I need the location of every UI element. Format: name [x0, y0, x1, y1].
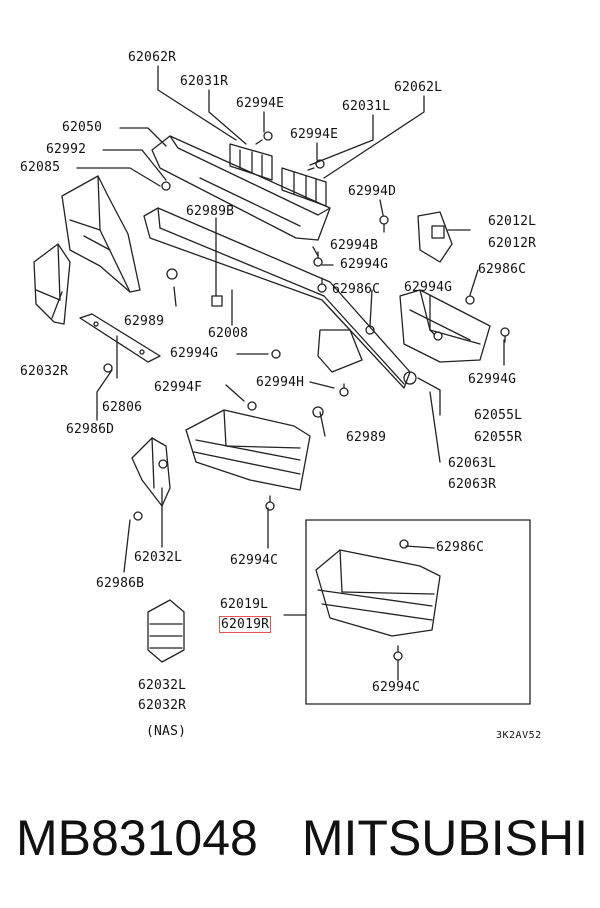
part-62032L-drawing: [131, 437, 171, 507]
label-62994D: 62994D: [348, 184, 397, 199]
part-62032-nas-drawing: [147, 599, 185, 663]
part-number: MB831048: [16, 810, 258, 866]
label-62992: 62992: [46, 142, 87, 157]
label-62032R: 62032R: [20, 364, 69, 379]
label-62994C: 62994C: [230, 553, 279, 568]
label-62989-b: 62989: [346, 430, 387, 445]
label-62806: 62806: [102, 400, 143, 415]
label-62986B: 62986B: [96, 576, 145, 591]
label-62055L: 62055L: [474, 408, 523, 423]
label-62986D: 62986D: [66, 422, 115, 437]
label-62012L: 62012L: [488, 214, 537, 229]
label-62055R: 62055R: [474, 430, 523, 445]
label-62063L: 62063L: [448, 456, 497, 471]
label-62994G: 62994G: [340, 257, 389, 272]
label-62986C-b: 62986C: [332, 282, 381, 297]
label-62085: 62085: [20, 160, 61, 175]
label-62994G-d: 62994G: [468, 372, 517, 387]
part-62032R-drawing: [33, 243, 71, 325]
part-62050-drawing: [151, 135, 331, 241]
label-62994E-b: 62994E: [290, 127, 339, 142]
detail-box: [305, 519, 531, 705]
brand-name: MITSUBISHI: [301, 810, 588, 866]
label-62031R: 62031R: [180, 74, 229, 89]
label-nas: (NAS): [146, 724, 187, 739]
label-62994C-b: 62994C: [372, 680, 421, 695]
label-62994H: 62994H: [256, 375, 305, 390]
label-62050: 62050: [62, 120, 103, 135]
part-62085-drawing: [61, 175, 141, 293]
label-62994F: 62994F: [154, 380, 203, 395]
part-62019-drawing: [315, 549, 441, 637]
label-62994G-c: 62994G: [170, 346, 219, 361]
diagram-code: 3K2AV52: [496, 730, 542, 741]
label-62019R: 62019R: [219, 616, 272, 633]
caption: MB831048 MITSUBISHI: [16, 808, 596, 868]
label-62989B: 62989B: [186, 204, 235, 219]
leader-lines: [51, 65, 505, 681]
part-62806-drawing: [79, 313, 161, 363]
label-62994B: 62994B: [330, 238, 379, 253]
label-62019L: 62019L: [220, 597, 269, 612]
label-62994G-b: 62994G: [404, 280, 453, 295]
label-62062L: 62062L: [394, 80, 443, 95]
part-62031-drawing: [229, 143, 327, 207]
label-62032R-b: 62032R: [138, 698, 187, 713]
part-62063-drawing: [185, 409, 311, 491]
part-62055-drawing: [399, 289, 491, 363]
label-62032L-b: 62032L: [138, 678, 187, 693]
label-62032L: 62032L: [134, 550, 183, 565]
label-62986C-c: 62986C: [436, 540, 485, 555]
part-62008-drawing: [143, 207, 417, 389]
label-62994E: 62994E: [236, 96, 285, 111]
label-62008: 62008: [208, 326, 249, 341]
label-62986C: 62986C: [478, 262, 527, 277]
part-62012-drawing: [417, 211, 453, 263]
label-62031L: 62031L: [342, 99, 391, 114]
label-62062R: 62062R: [128, 50, 177, 65]
label-62063R: 62063R: [448, 477, 497, 492]
label-62012R: 62012R: [488, 236, 537, 251]
label-62989: 62989: [124, 314, 165, 329]
